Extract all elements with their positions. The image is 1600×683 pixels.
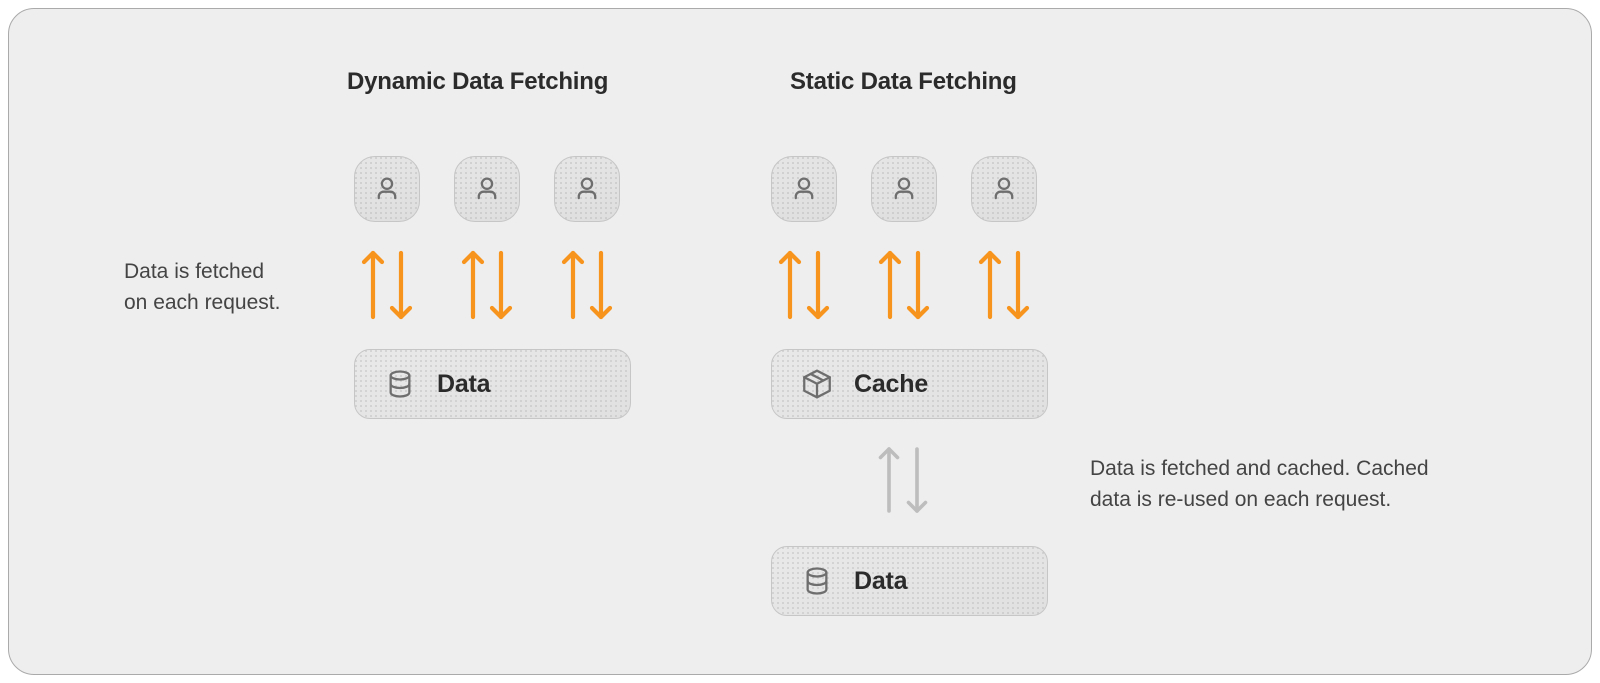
database-icon (800, 564, 834, 598)
column-title-static: Static Data Fetching (790, 68, 1017, 95)
dynamic-data-node[interactable]: Data (354, 349, 631, 419)
down-arrow-icon (906, 250, 930, 320)
diagram-frame: Dynamic Data Fetching Static Data Fetchi… (8, 8, 1592, 675)
down-arrow-icon (1006, 250, 1030, 320)
dynamic-arrow-pair-2 (459, 245, 519, 325)
static-cache-fill-arrow-pair (875, 439, 935, 519)
static-cache-label: Cache (854, 369, 929, 398)
down-arrow-icon (389, 250, 413, 320)
down-arrow-icon (489, 250, 513, 320)
down-arrow-icon (806, 250, 830, 320)
dynamic-user-avatar-2[interactable] (454, 156, 520, 222)
static-user-avatar-3[interactable] (971, 156, 1037, 222)
user-icon (787, 172, 821, 206)
static-cache-node[interactable]: Cache (771, 349, 1048, 419)
dynamic-arrow-pair-1 (359, 245, 419, 325)
static-arrow-pair-3 (976, 245, 1036, 325)
dynamic-user-avatar-3[interactable] (554, 156, 620, 222)
up-arrow-icon (561, 250, 585, 320)
dynamic-user-avatar-1[interactable] (354, 156, 420, 222)
column-title-dynamic: Dynamic Data Fetching (347, 68, 609, 95)
up-arrow-icon (778, 250, 802, 320)
user-icon (370, 172, 404, 206)
dynamic-data-label: Data (437, 369, 491, 398)
up-arrow-icon (461, 250, 485, 320)
static-data-node[interactable]: Data (771, 546, 1048, 616)
static-data-label: Data (854, 566, 908, 595)
down-arrow-icon (906, 447, 928, 513)
dynamic-arrow-pair-3 (559, 245, 619, 325)
user-icon (470, 172, 504, 206)
caption-dynamic: Data is fetched on each request. (124, 260, 281, 314)
down-arrow-icon (589, 250, 613, 320)
static-arrow-pair-1 (776, 245, 836, 325)
up-arrow-icon (878, 250, 902, 320)
caption-static: Data is fetched and cached. Cached data … (1090, 457, 1429, 511)
up-arrow-icon (361, 250, 385, 320)
up-arrow-icon (878, 447, 900, 513)
user-icon (570, 172, 604, 206)
static-arrow-pair-2 (876, 245, 936, 325)
up-arrow-icon (978, 250, 1002, 320)
package-icon (800, 367, 834, 401)
user-icon (987, 172, 1021, 206)
database-icon (383, 367, 417, 401)
user-icon (887, 172, 921, 206)
static-user-avatar-2[interactable] (871, 156, 937, 222)
static-user-avatar-1[interactable] (771, 156, 837, 222)
